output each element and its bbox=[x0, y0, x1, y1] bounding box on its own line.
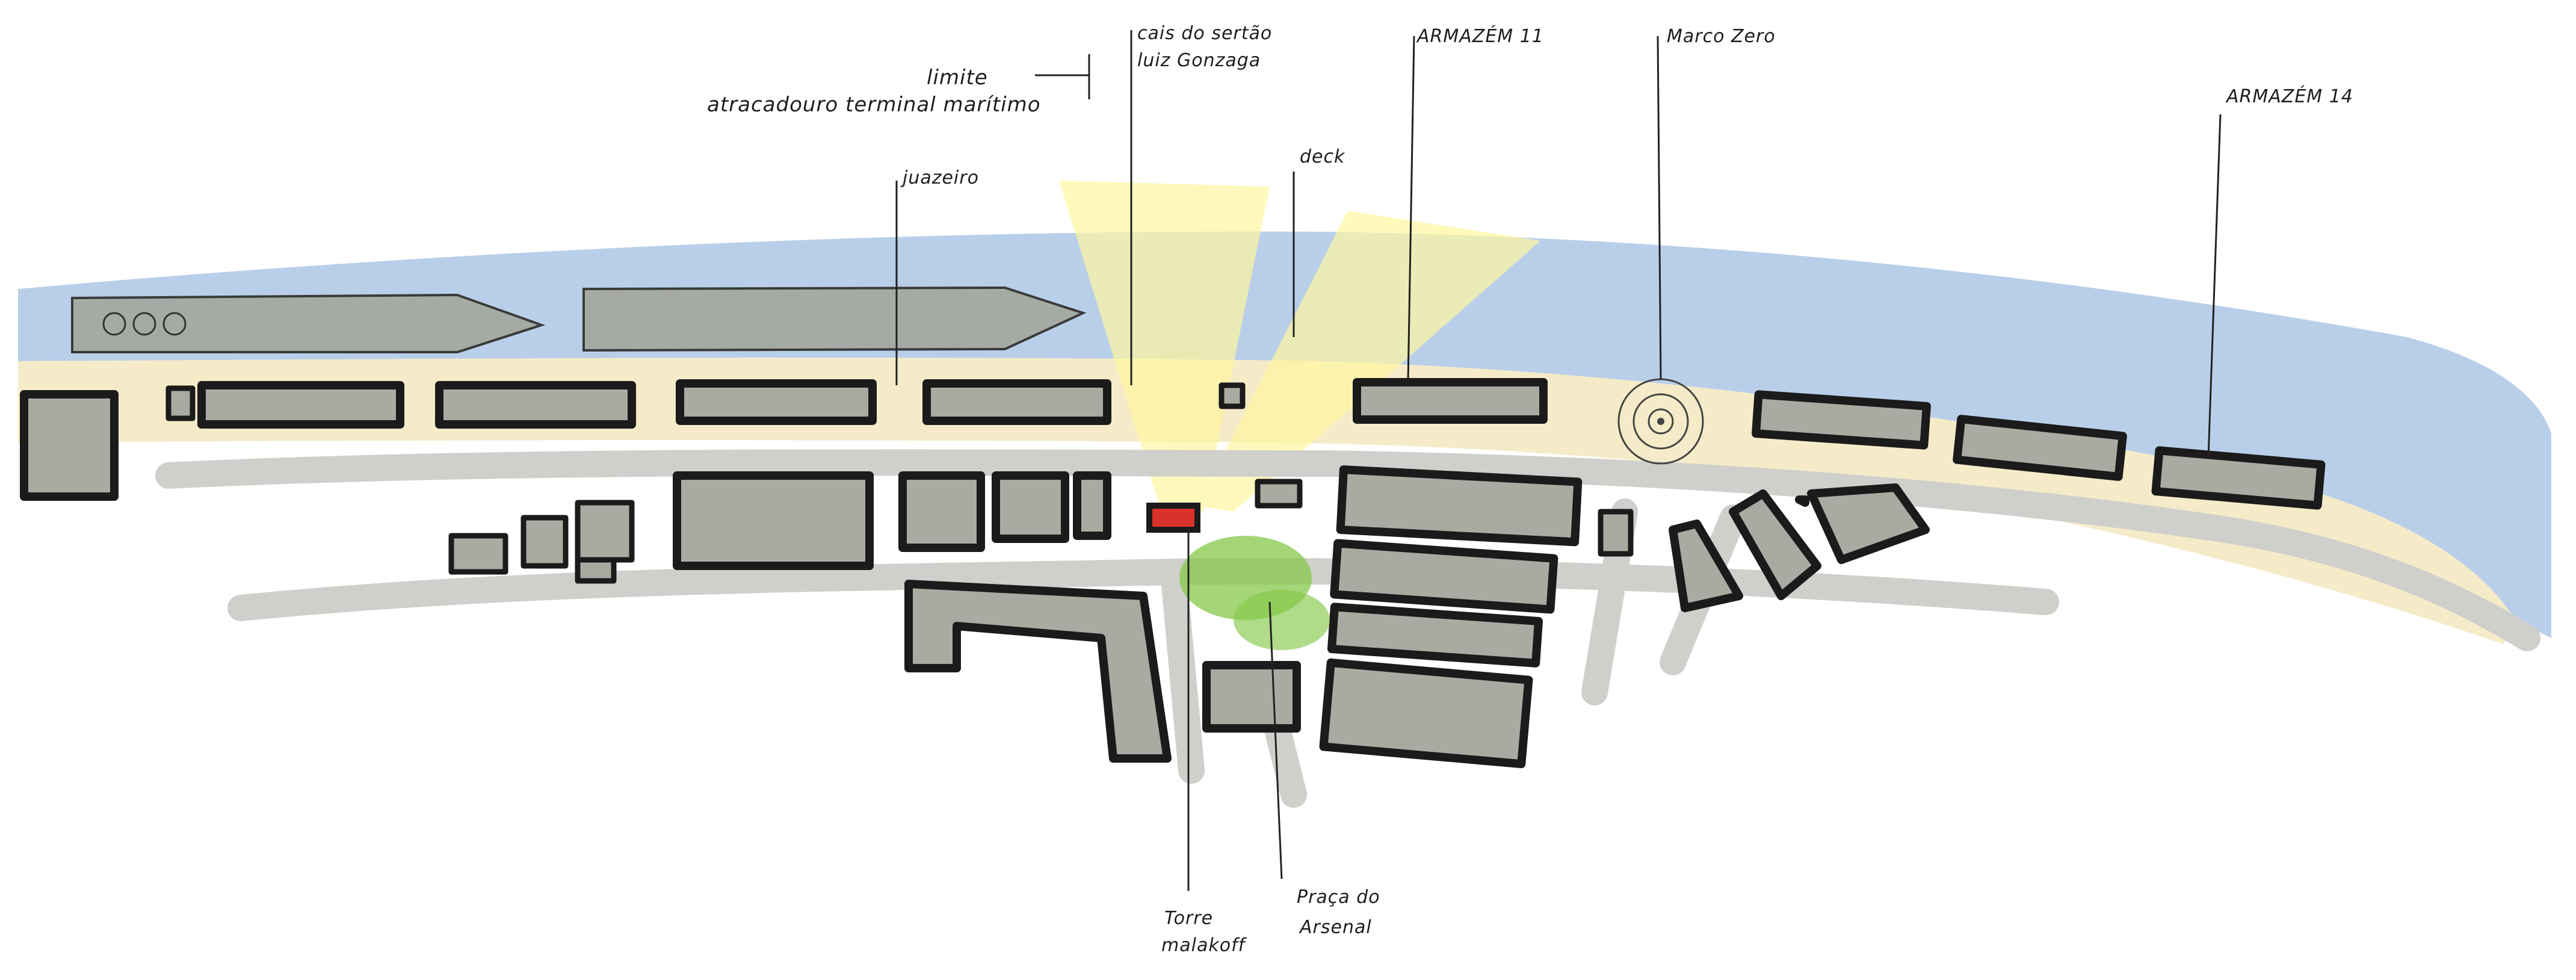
label-limite: limite bbox=[927, 66, 988, 90]
city-blocks bbox=[448, 465, 1930, 769]
rose-center bbox=[1657, 418, 1664, 425]
light-beams bbox=[1059, 181, 1540, 512]
ship-hatch bbox=[162, 312, 187, 336]
rose-ring bbox=[1632, 393, 1689, 450]
ship-west bbox=[71, 293, 546, 353]
leader-lines bbox=[895, 30, 2222, 891]
city-block bbox=[575, 557, 617, 584]
road-coastal bbox=[155, 449, 2540, 651]
warehouse bbox=[922, 379, 1111, 425]
city-block bbox=[1073, 471, 1111, 540]
ship-east bbox=[582, 286, 1087, 352]
rose-ring bbox=[1648, 408, 1674, 435]
city-block bbox=[1336, 465, 1583, 547]
tree-cluster-icon bbox=[1179, 536, 1330, 650]
label-praca-line1: Praça do bbox=[1297, 887, 1380, 908]
city-block bbox=[1330, 539, 1558, 614]
warehouse bbox=[1219, 382, 1246, 409]
city-block bbox=[673, 471, 874, 570]
torre-malakoff-building bbox=[1146, 503, 1200, 533]
ship-hatch bbox=[132, 312, 156, 336]
leader-marco bbox=[1657, 36, 1662, 380]
city-block bbox=[1598, 509, 1634, 557]
label-torre-line1: Torre bbox=[1164, 908, 1213, 929]
label-cais-line1: cais do sertão bbox=[1137, 23, 1272, 44]
city-block bbox=[1319, 658, 1533, 769]
tower-icon bbox=[1146, 503, 1200, 533]
label-juazeiro: juazeiro bbox=[900, 167, 979, 188]
city-block bbox=[992, 471, 1069, 543]
label-armazem11: ARMAZÉM 11 bbox=[1416, 25, 1544, 47]
armazem-14-building bbox=[2151, 446, 2326, 510]
ship-hatch bbox=[102, 312, 126, 336]
city-block-east bbox=[1729, 489, 1821, 600]
city-block-east bbox=[1669, 519, 1743, 612]
city-block bbox=[575, 500, 635, 563]
leader-armazem11 bbox=[1407, 36, 1415, 383]
city-block bbox=[448, 533, 508, 575]
leader-praca bbox=[1268, 601, 1283, 879]
city-block-east bbox=[1807, 483, 1930, 564]
ships bbox=[71, 286, 1087, 353]
city-block bbox=[520, 515, 569, 569]
warehouse bbox=[165, 385, 196, 421]
city-block bbox=[1202, 661, 1301, 733]
label-marco-zero: Marco Zero bbox=[1667, 26, 1776, 47]
warehouse bbox=[1752, 390, 1931, 450]
armazem-11-building bbox=[1353, 378, 1548, 424]
leader-armazem14 bbox=[2207, 114, 2222, 458]
label-cais-line2: luiz Gonzaga bbox=[1137, 50, 1261, 71]
label-atracadouro: atracadouro terminal marítimo bbox=[707, 93, 1041, 117]
warehouse bbox=[676, 379, 877, 425]
warehouse bbox=[20, 390, 119, 501]
city-block bbox=[1255, 479, 1303, 509]
warehouse bbox=[197, 381, 404, 429]
annotations: limite atracadouro terminal marítimo cai… bbox=[707, 23, 2353, 956]
label-deck: deck bbox=[1300, 146, 1345, 167]
label-praca-line2: Arsenal bbox=[1299, 917, 1372, 938]
tree-canopy bbox=[1234, 590, 1330, 650]
city-block bbox=[1327, 603, 1543, 668]
light-beam-right bbox=[1197, 211, 1540, 512]
warehouse bbox=[1953, 415, 2127, 481]
label-armazem14: ARMAZÉM 14 bbox=[2225, 85, 2353, 107]
city-block bbox=[898, 471, 985, 552]
warehouse bbox=[435, 381, 636, 429]
label-torre-line2: malakoff bbox=[1161, 935, 1247, 956]
light-beam-left bbox=[1059, 181, 1270, 512]
city-block-east bbox=[1795, 495, 1809, 507]
city-block-l-shape bbox=[904, 580, 1172, 763]
warehouses bbox=[20, 378, 2326, 510]
compass-rose-icon bbox=[1617, 378, 1704, 465]
